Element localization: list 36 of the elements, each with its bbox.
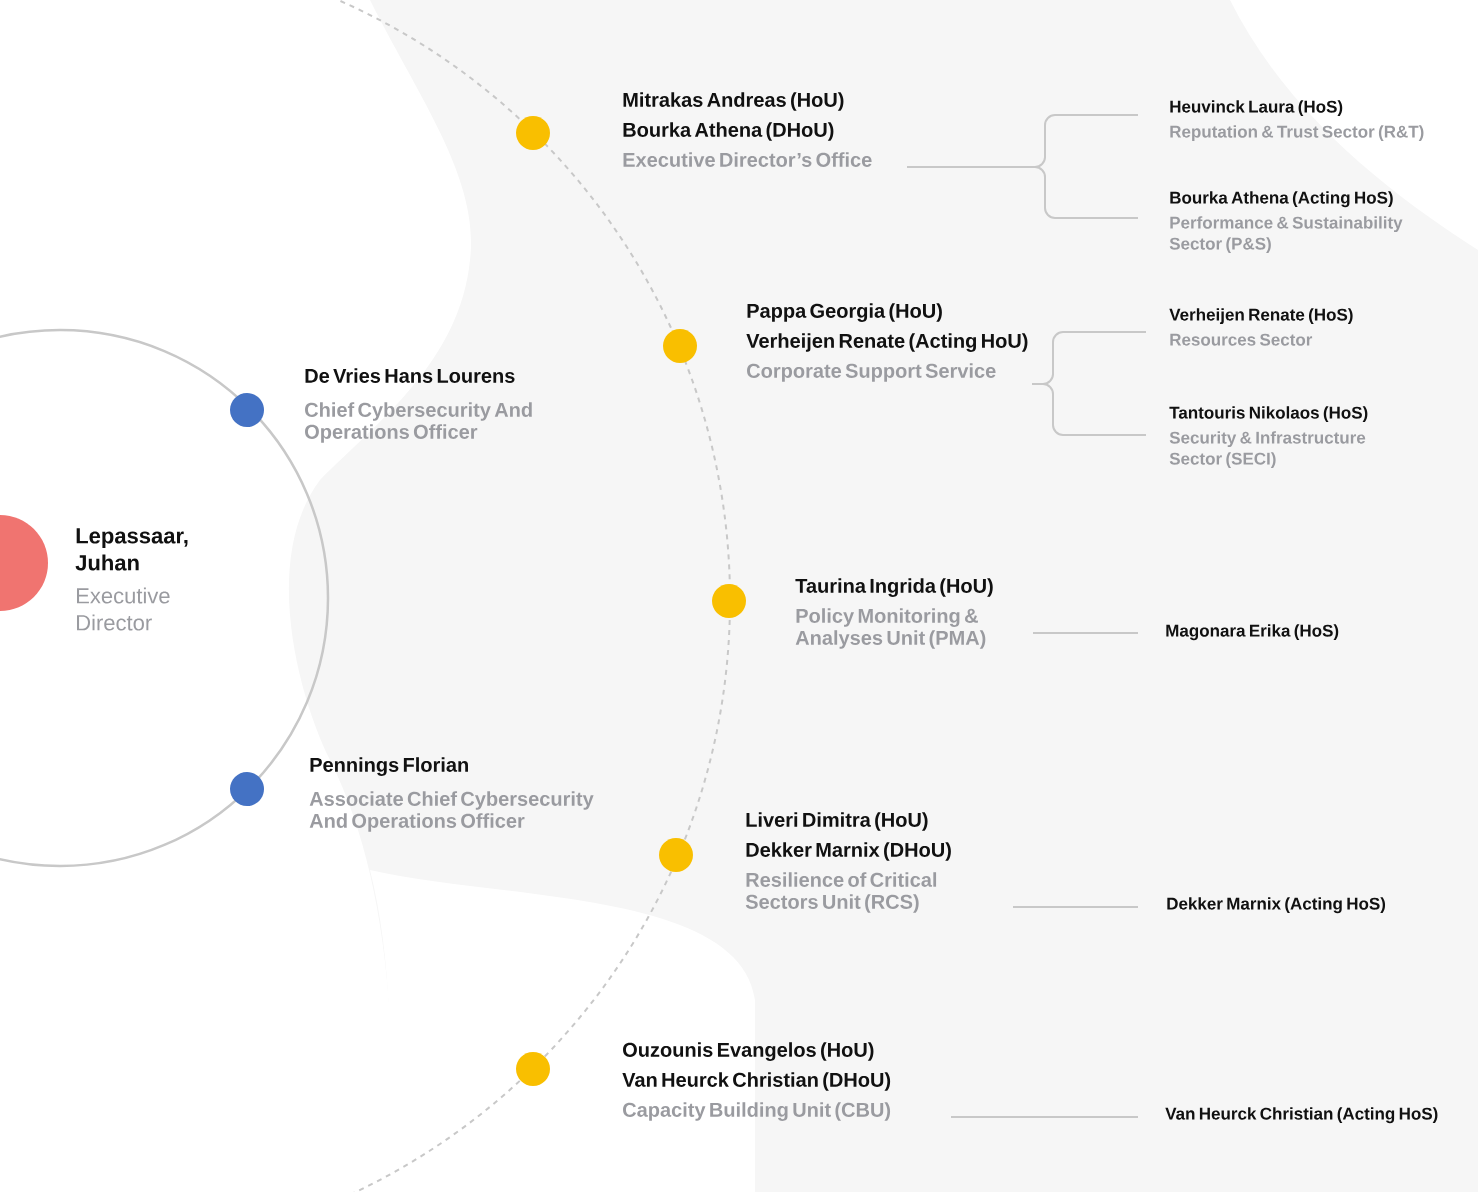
person-name: Tantouris Nikolaos (HoS) [1169, 406, 1368, 423]
job-title: Associate Chief Cybersecurity And Operations Officer [309, 791, 594, 832]
sector-name: Resources Sector [1170, 333, 1313, 346]
person-name: Pennings Florian [310, 757, 468, 776]
person-name: Dekker Marnix (Acting HoS) [1167, 897, 1386, 914]
sector-name: Reputation & Trust Sector (R&T) [1170, 125, 1424, 142]
person-name: Ouzounis Evangelos (HoU) [623, 1042, 874, 1061]
person-name: Bourka Athena (Acting HoS) [1170, 191, 1393, 208]
connector-line [1012, 906, 1139, 908]
person-name: Taurina Ingrida (HoU) [795, 578, 993, 597]
connector-line [1031, 383, 1147, 436]
person-name: Magonara Erika (HoS) [1166, 624, 1339, 641]
unit-name: Corporate Support Service [747, 363, 996, 382]
person-name: Heuvinck Laura (HoS) [1170, 100, 1343, 117]
person-name: Verheijen Renate (HoS) [1169, 308, 1353, 325]
connector-line [1032, 632, 1139, 634]
connector-line [906, 166, 1139, 219]
person-name: Pappa Georgia (HoU) [747, 303, 942, 322]
person-name: Verheijen Renate (Acting HoU) [746, 333, 1028, 352]
person-name: Lepassaar, Juhan [75, 528, 188, 571]
job-title: Chief Cybersecurity And Operations Officer [305, 402, 532, 443]
person-name: Bourka Athena (DHoU) [623, 122, 834, 141]
person-name: De Vries Hans Lourens [305, 368, 515, 383]
sector-name: Performance & Sustainability Sector (P&S) [1169, 216, 1403, 254]
unit-name: Capacity Building Unit (CBU) [623, 1102, 891, 1121]
person-name: Liveri Dimitra (HoU) [746, 812, 928, 831]
job-title: Executive Director [77, 587, 170, 631]
unit-name: Resilience of Critical Sectors Unit (RCS) [745, 872, 937, 913]
unit-name: Executive Director’s Office [623, 152, 872, 167]
unit-name: Policy Monitoring & Analyses Unit (PMA) [795, 608, 986, 649]
person-name: Mitrakas Andreas (HoU) [623, 92, 844, 111]
person-name: Van Heurck Christian (Acting HoS) [1165, 1107, 1438, 1124]
sector-name: Security & Infrastructure Sector (SECI) [1169, 431, 1366, 469]
person-name: Dekker Marnix (DHoU) [746, 842, 951, 861]
connector-line [950, 1116, 1139, 1118]
person-name: Van Heurck Christian (DHoU) [622, 1072, 891, 1091]
